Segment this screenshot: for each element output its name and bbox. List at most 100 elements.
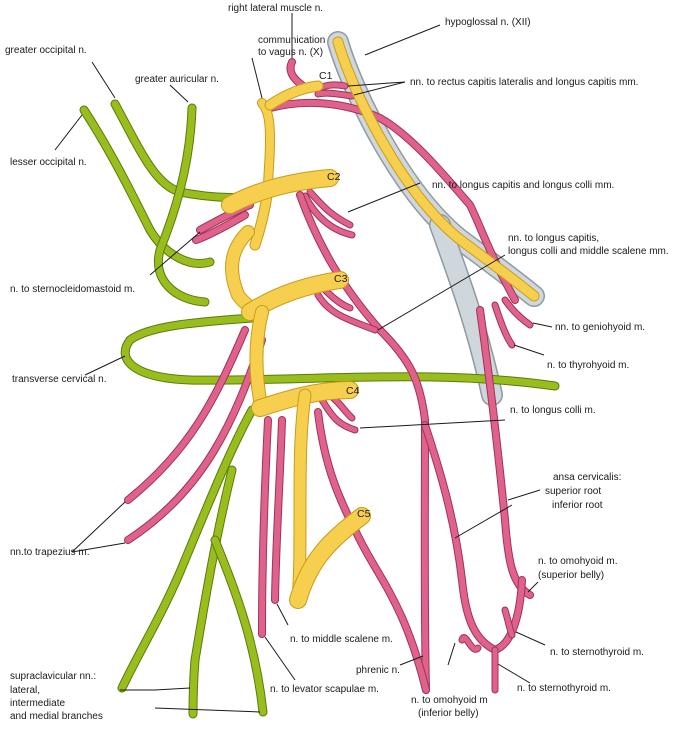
- leader-thyrohyoid: [513, 344, 545, 356]
- ansa-superior-root: [477, 307, 533, 598]
- phrenic-nerve: [315, 409, 429, 693]
- label-omohyoid-inferior-1: n. to omohyoid m: [411, 695, 488, 706]
- leader-longus-colli: [359, 419, 506, 429]
- c1-to-hypoglossal-connection: [267, 99, 518, 303]
- geniohyoid-branch: [502, 297, 533, 328]
- c2-longus-branch-2: [302, 193, 355, 238]
- label-communication-1: communication: [258, 35, 325, 46]
- leader-hypoglossal: [364, 24, 441, 56]
- cervical-plexus-roots: [221, 36, 540, 609]
- label-geniohyoid: nn. to geniohyoid m.: [555, 322, 645, 333]
- label-longus-colli: n. to longus colli m.: [510, 405, 596, 416]
- c5-trunk: [290, 508, 370, 608]
- label-rectus-capitis-lateralis: nn. to rectus capitis lateralis and long…: [410, 77, 638, 88]
- greater-auricular-nerve: [155, 104, 209, 306]
- label-trapezius: nn.to trapezius m.: [10, 547, 89, 558]
- leader-sternothyroid-2: [497, 663, 531, 684]
- supraclavicular-lateral-branch: [118, 406, 256, 692]
- supraclavicular-medial-branch: [211, 536, 267, 716]
- label-levator-scapulae: n. to levator scapulae m.: [270, 684, 379, 695]
- leader-omohyoid-superior: [527, 581, 539, 593]
- trapezius-branch-upper: [125, 327, 248, 503]
- leader-levator-scapulae: [264, 636, 296, 681]
- label-omohyoid-superior-2: (superior belly): [538, 570, 604, 581]
- root-label-c2: C2: [327, 171, 341, 183]
- label-supraclavicular-2: lateral,: [10, 685, 40, 696]
- c2-trunk: [222, 170, 338, 213]
- lesser-occipital-nerve: [80, 106, 214, 267]
- sensory-nerves: [79, 99, 560, 719]
- leader-sternocleidomastoid: [149, 231, 201, 276]
- leader-longus-capitis-colli: [347, 182, 421, 213]
- label-longus-capitis-colli: nn. to longus capitis and longus colli m…: [432, 180, 614, 191]
- label-hypoglossal: hypoglossal n. (XII): [445, 17, 531, 28]
- leader-transverse-cervical: [84, 355, 126, 376]
- c3-scalene-branch-2: [315, 292, 378, 333]
- label-thyrohyoid: n. to thyrohyoid m.: [547, 360, 629, 371]
- label-supraclavicular-4: and medial branches: [10, 711, 103, 722]
- label-middle-scalene: n. to middle scalene m.: [290, 634, 393, 645]
- sternocleidomastoid-branch-lower: [193, 212, 248, 243]
- leader-lines: [54, 13, 553, 713]
- right-lateral-muscle-branch: [287, 59, 305, 88]
- label-longus-scalene-2: longus colli and middle scalene mm.: [508, 246, 669, 257]
- label-transverse-cervical: transverse cervical n.: [12, 374, 106, 385]
- c1-trunk: [265, 81, 323, 110]
- leader-trapezius-1: [71, 501, 126, 553]
- label-ansa-3: inferior root: [552, 500, 603, 511]
- leader-lesser-occipital: [54, 114, 83, 151]
- root-label-c4: C4: [346, 385, 360, 397]
- middle-scalene-nerve: [272, 417, 285, 603]
- label-omohyoid-inferior-2: (inferior belly): [418, 708, 479, 719]
- label-omohyoid-superior-1: n. to omohyoid m.: [538, 556, 617, 567]
- label-phrenic: phrenic n.: [356, 665, 400, 676]
- label-sternothyroid-1: n. to sternothyroid m.: [550, 647, 644, 658]
- label-ansa-2: superior root: [545, 486, 601, 497]
- transverse-cervical-nerve: [121, 314, 559, 390]
- leader-communication-vagus: [251, 57, 263, 99]
- c3-c4-loop: [250, 306, 268, 406]
- root-labels: C1 C2 C3 C4 C5: [319, 70, 371, 520]
- leader-omohyoid-inferior: [447, 642, 456, 666]
- label-sternothyroid-2: n. to sternothyroid m.: [517, 683, 611, 694]
- leader-rectus-2: [353, 81, 406, 96]
- leader-supraclavicular-3: [154, 707, 261, 713]
- leader-ansa-superior: [507, 489, 541, 501]
- label-lesser-occipital: lesser occipital n.: [10, 157, 87, 168]
- thyrohyoid-branch: [492, 302, 515, 348]
- leader-rectus-1: [347, 81, 406, 87]
- leader-geniohyoid: [532, 322, 553, 328]
- leader-middle-scalene: [276, 603, 289, 626]
- c4-longus-colli-branch-2: [319, 397, 358, 433]
- communication-to-vagus: [258, 99, 274, 194]
- supraclavicular-intermediate-branch: [189, 466, 236, 718]
- root-label-c3: C3: [334, 273, 348, 285]
- leader-phrenic: [399, 655, 424, 666]
- label-sternocleidomastoid: n. to sternocleidomastoid m.: [10, 284, 135, 295]
- c2-longus-branch-1: [307, 189, 353, 228]
- leader-trapezius-2: [71, 542, 126, 553]
- c3-scalene-branch-1: [322, 287, 353, 311]
- label-greater-occipital: greater occipital n.: [5, 45, 87, 56]
- leader-longus-scalene: [377, 254, 506, 331]
- label-supraclavicular-1: supraclavicular nn.:: [10, 671, 96, 682]
- omohyoid-inferior-branch: [459, 635, 481, 652]
- sternothyroid-branch-1: [502, 607, 515, 638]
- root-label-c5: C5: [357, 508, 371, 520]
- annotation-labels: right lateral muscle n. hypoglossal n. (…: [5, 3, 669, 722]
- motor-nerves: [124, 58, 534, 694]
- hypoglossal-nerve: [333, 37, 539, 301]
- label-supraclavicular-3: intermediate: [10, 698, 65, 709]
- leader-sternothyroid-1: [515, 631, 546, 646]
- leader-greater-auricular: [169, 84, 189, 103]
- label-greater-auricular: greater auricular n.: [135, 74, 219, 85]
- levator-scapulae-nerve: [259, 417, 271, 637]
- root-label-c1: C1: [319, 70, 333, 82]
- leader-ansa-inferior: [454, 504, 513, 539]
- leader-greater-occipital: [91, 61, 116, 99]
- leader-supraclavicular-1: [154, 687, 191, 691]
- label-ansa-1: ansa cervicalis:: [553, 472, 621, 483]
- label-communication-2: to vagus n. (X): [258, 47, 323, 58]
